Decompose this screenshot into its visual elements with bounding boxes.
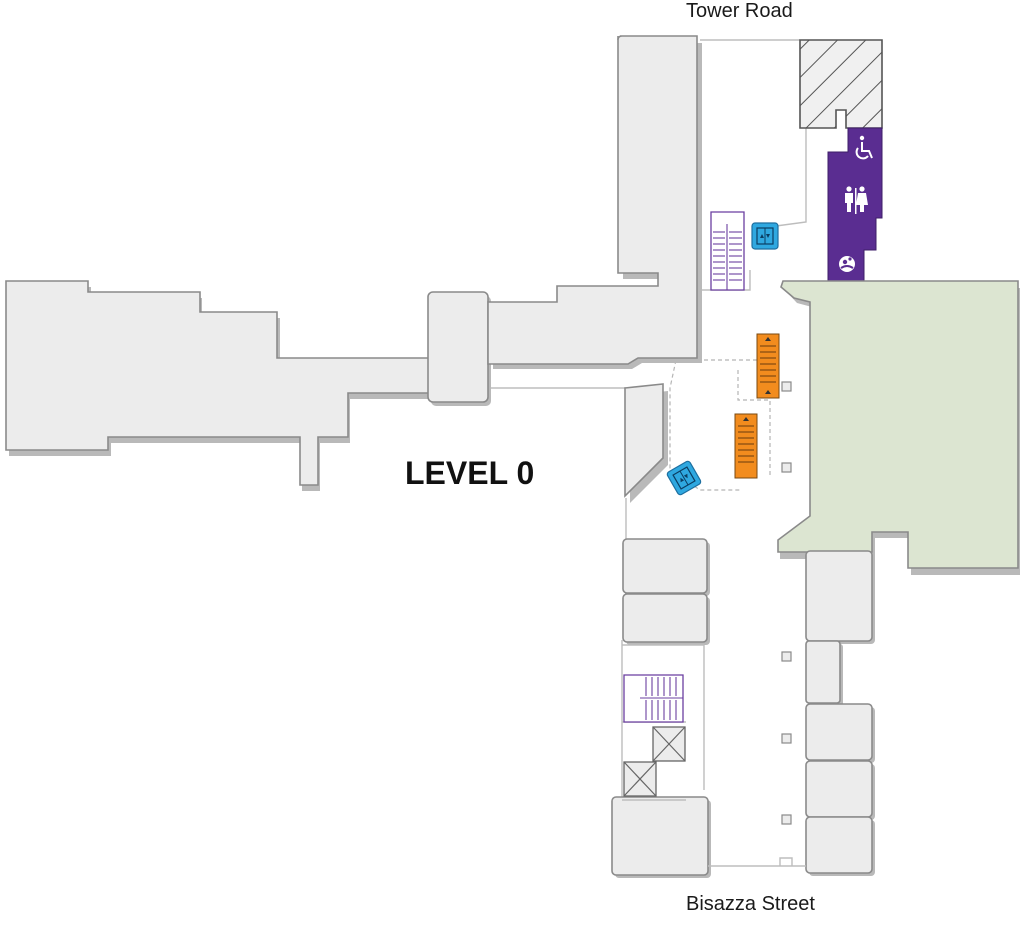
stairs-icon[interactable] [623, 674, 684, 723]
wedge-structure [624, 383, 668, 503]
toilets-icon [845, 186, 868, 214]
south-west-units [611, 538, 711, 878]
bisazza-street-label: Bisazza Street [686, 893, 815, 915]
connector-block [427, 291, 491, 406]
west-wing-building [5, 280, 432, 491]
baby-change-icon [839, 256, 855, 272]
lift-icon[interactable] [666, 460, 702, 496]
south-east-units [805, 550, 875, 876]
void-box [652, 726, 686, 762]
pillars [781, 381, 792, 825]
tower-road-label: Tower Road [686, 0, 793, 22]
north-tower-building [487, 35, 702, 369]
escalator-icon[interactable] [734, 413, 758, 479]
escalator-icon[interactable] [756, 333, 780, 399]
stairs-icon[interactable] [710, 211, 745, 291]
wheelchair-icon [855, 135, 873, 160]
garden-courtyard [777, 280, 1020, 575]
lift-icon[interactable] [751, 222, 779, 250]
level-label: LEVEL 0 [405, 455, 535, 491]
void-box [623, 761, 657, 797]
hatched-structure [799, 39, 883, 129]
